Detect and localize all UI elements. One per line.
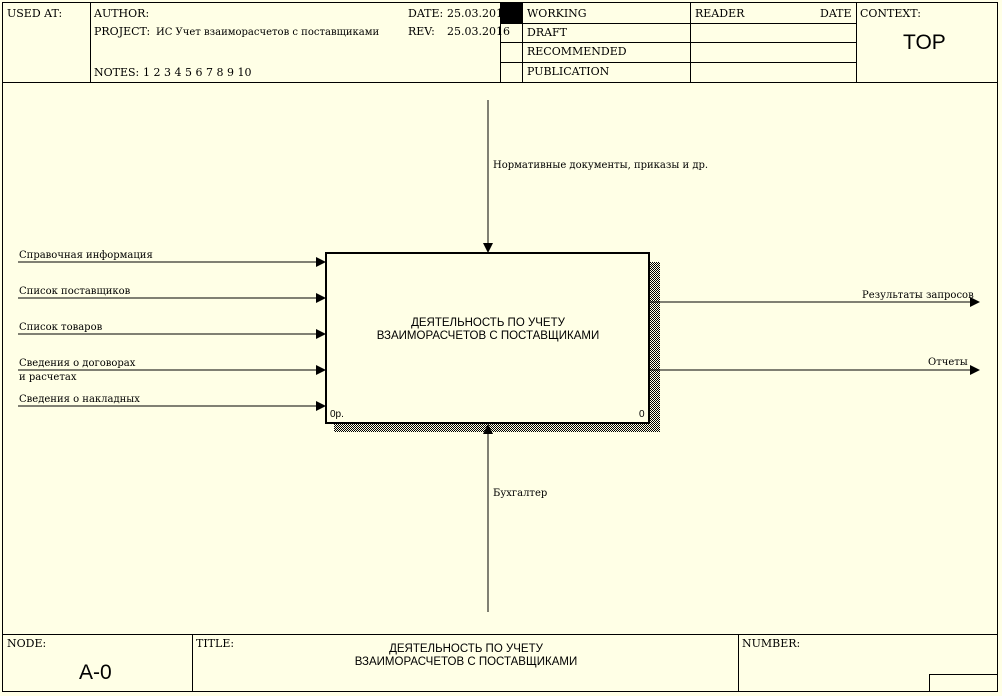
mechanism-label: Бухгалтер	[493, 488, 548, 499]
input-arrow[interactable]	[18, 293, 326, 303]
input-arrow[interactable]	[18, 257, 326, 267]
output-arrow[interactable]	[650, 365, 980, 375]
activity-title: ДЕЯТЕЛЬНОСТЬ ПО УЧЕТУ ВЗАИМОРАСЧЕТОВ С П…	[326, 317, 650, 343]
status-recommended: RECOMMENDED	[527, 45, 627, 58]
diagram-title-line: ДЕЯТЕЛЬНОСТЬ ПО УЧЕТУ	[389, 643, 543, 655]
header-divider	[90, 2, 91, 82]
input-label: и расчетах	[19, 372, 77, 383]
notes-value: 1 2 3 4 5 6 7 8 9 10	[143, 66, 252, 79]
header-bottom-line	[2, 82, 998, 83]
project-label: PROJECT:	[94, 25, 151, 38]
status-working: WORKING	[527, 7, 587, 20]
activity-title-line: ВЗАИМОРАСЧЕТОВ С ПОСТАВЩИКАМИ	[376, 330, 600, 342]
input-label: Сведения о накладных	[19, 394, 140, 405]
working-status-marker	[501, 3, 522, 23]
input-arrow[interactable]	[18, 329, 326, 339]
diagram-title-line: ВЗАИМОРАСЧЕТОВ С ПОСТАВЩИКАМИ	[354, 656, 578, 668]
rev-label: REV:	[408, 25, 435, 38]
input-label: Список поставщиков	[19, 286, 131, 297]
output-label: Отчеты	[928, 357, 968, 368]
node-label: NODE:	[7, 637, 47, 650]
activity-box-shadow	[650, 262, 660, 432]
header-divider	[856, 2, 857, 82]
control-label: Нормативные документы, приказы и др.	[493, 160, 709, 171]
page-corner-box	[929, 674, 998, 692]
input-label: Справочная информация	[19, 250, 153, 261]
footer-divider	[192, 634, 193, 692]
date-label: DATE:	[408, 7, 444, 20]
input-arrow[interactable]	[18, 401, 326, 411]
notes-label: NOTES:	[94, 66, 140, 79]
author-label: AUTHOR:	[94, 7, 150, 20]
control-arrow[interactable]	[483, 100, 493, 253]
mechanism-arrow[interactable]	[483, 424, 493, 612]
input-arrow[interactable]	[18, 365, 326, 375]
output-arrow[interactable]	[650, 297, 980, 307]
footer-top-line	[2, 634, 998, 635]
activity-box[interactable]	[325, 252, 650, 424]
status-draft: DRAFT	[527, 26, 568, 39]
input-label: Сведения о договорах	[19, 358, 136, 369]
activity-cost: 0р.	[330, 409, 344, 420]
node-value: A-0	[79, 661, 112, 684]
context-label: CONTEXT:	[860, 7, 921, 20]
status-row-line	[500, 42, 856, 43]
footer-divider	[738, 634, 739, 692]
activity-title-line: ДЕЯТЕЛЬНОСТЬ ПО УЧЕТУ	[411, 317, 565, 329]
diagram-title: ДЕЯТЕЛЬНОСТЬ ПО УЧЕТУ ВЗАИМОРАСЧЕТОВ С П…	[194, 643, 738, 669]
status-row-line	[500, 23, 856, 24]
status-row-line	[500, 62, 856, 63]
context-value: TOP	[903, 31, 946, 54]
input-label: Список товаров	[19, 322, 103, 333]
project-value: ИС Учет взаиморасчетов с поставщиками	[156, 27, 380, 38]
activity-number: 0	[639, 409, 645, 420]
activity-box-shadow	[334, 423, 660, 432]
title-label: TITLE:	[196, 637, 235, 650]
number-label: NUMBER:	[742, 637, 801, 650]
used-at-label: USED AT:	[7, 7, 63, 20]
status-publication: PUBLICATION	[527, 65, 610, 78]
reader-label: READER	[695, 7, 745, 20]
date-value: 25.03.2016	[447, 7, 510, 20]
output-label: Результаты запросов	[862, 290, 974, 301]
reader-date-label: DATE	[820, 7, 852, 20]
rev-value: 25.03.2016	[447, 25, 510, 38]
